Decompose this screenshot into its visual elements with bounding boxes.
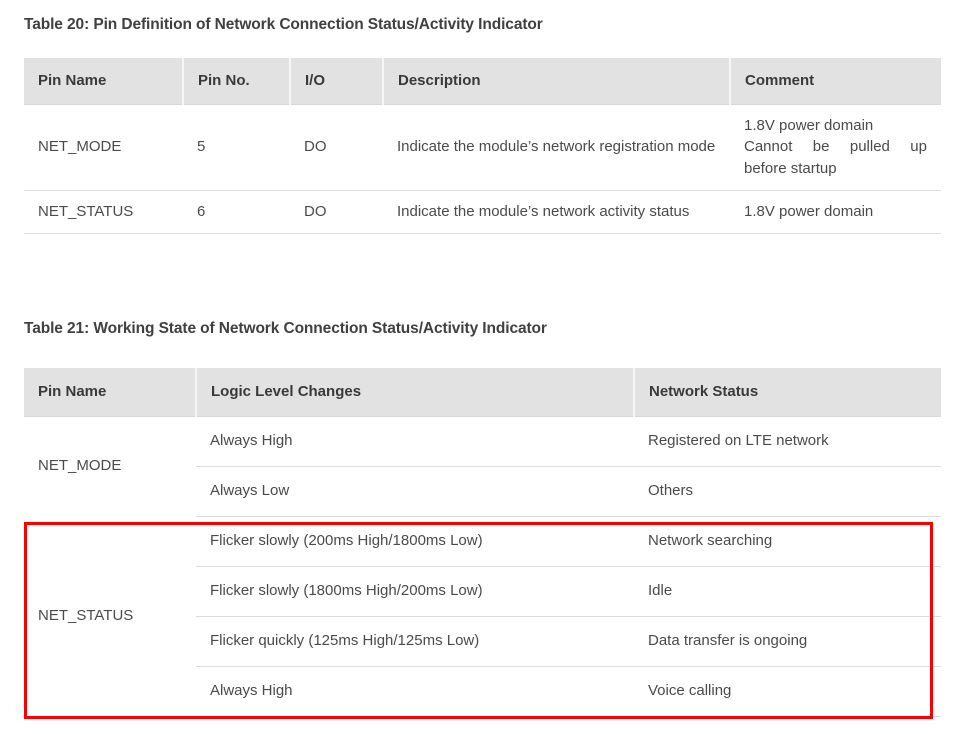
table-21-col-status: Network Status xyxy=(634,368,941,417)
table-row: Always High Voice calling xyxy=(24,666,941,717)
cell-network-status: Voice calling xyxy=(634,666,941,717)
table-21-caption: Table 21: Working State of Network Conne… xyxy=(24,320,547,337)
cell-pin-no: 5 xyxy=(183,104,290,191)
cell-logic-level: Flicker slowly (200ms High/1800ms Low) xyxy=(196,516,634,567)
cell-pin-name: NET_MODE xyxy=(24,104,183,191)
table-20-col-io: I/O xyxy=(290,58,384,105)
table-row: NET_MODE 5 DO Indicate the module’s netw… xyxy=(24,104,941,191)
table-20: Pin Name Pin No. I/O Description Comment… xyxy=(24,58,941,234)
table-21-header-row: Pin Name Logic Level Changes Network Sta… xyxy=(24,368,941,417)
table-row: Flicker quickly (125ms High/125ms Low) D… xyxy=(24,616,941,667)
cell-io: DO xyxy=(290,190,383,234)
cell-logic-level: Always Low xyxy=(196,466,634,517)
cell-network-status: Others xyxy=(634,466,941,517)
comment-line-3: before startup xyxy=(744,160,837,177)
cell-logic-level: Flicker quickly (125ms High/125ms Low) xyxy=(196,616,634,667)
table-20-col-comment: Comment xyxy=(730,58,941,105)
cell-network-status: Network searching xyxy=(634,516,941,567)
table-20-col-pin-no: Pin No. xyxy=(183,58,291,105)
cell-description: Indicate the module’s network registrati… xyxy=(383,104,730,191)
cell-logic-level: Flicker slowly (1800ms High/200ms Low) xyxy=(196,566,634,617)
table-21: Pin Name Logic Level Changes Network Sta… xyxy=(24,368,941,717)
cell-comment: 1.8V power domain Cannot be pulled up be… xyxy=(730,104,941,191)
cell-pin-name: NET_STATUS xyxy=(38,607,134,625)
table-20-col-pin-name: Pin Name xyxy=(24,58,184,105)
table-20-header-row: Pin Name Pin No. I/O Description Comment xyxy=(24,58,941,105)
table-row: NET_MODE Always High Registered on LTE n… xyxy=(24,416,941,474)
table-row: Flicker slowly (1800ms High/200ms Low) I… xyxy=(24,566,941,617)
cell-pin-name: NET_MODE xyxy=(38,457,122,475)
cell-comment: 1.8V power domain xyxy=(730,190,941,234)
cell-pin-name: NET_STATUS xyxy=(24,190,183,234)
table-21-col-pin-name: Pin Name xyxy=(24,368,197,417)
cell-network-status: Idle xyxy=(634,566,941,617)
cell-logic-level: Always High xyxy=(196,666,634,717)
cell-description: Indicate the module’s network activity s… xyxy=(383,190,730,234)
table-row: NET_STATUS 6 DO Indicate the module’s ne… xyxy=(24,190,941,234)
table-20-col-description: Description xyxy=(383,58,731,105)
cell-logic-level: Always High xyxy=(196,416,634,467)
table-row: Always Low Others xyxy=(24,466,941,517)
cell-network-status: Data transfer is ongoing xyxy=(634,616,941,667)
table-20-caption: Table 20: Pin Definition of Network Conn… xyxy=(24,16,543,33)
cell-network-status: Registered on LTE network xyxy=(634,416,941,467)
table-21-col-logic: Logic Level Changes xyxy=(196,368,635,417)
cell-pin-no: 6 xyxy=(183,190,290,234)
comment-line-2: Cannot be pulled up xyxy=(744,138,927,156)
table-row: NET_STATUS Flicker slowly (200ms High/18… xyxy=(24,516,941,624)
cell-io: DO xyxy=(290,104,383,191)
comment-line-1: 1.8V power domain xyxy=(744,116,874,134)
